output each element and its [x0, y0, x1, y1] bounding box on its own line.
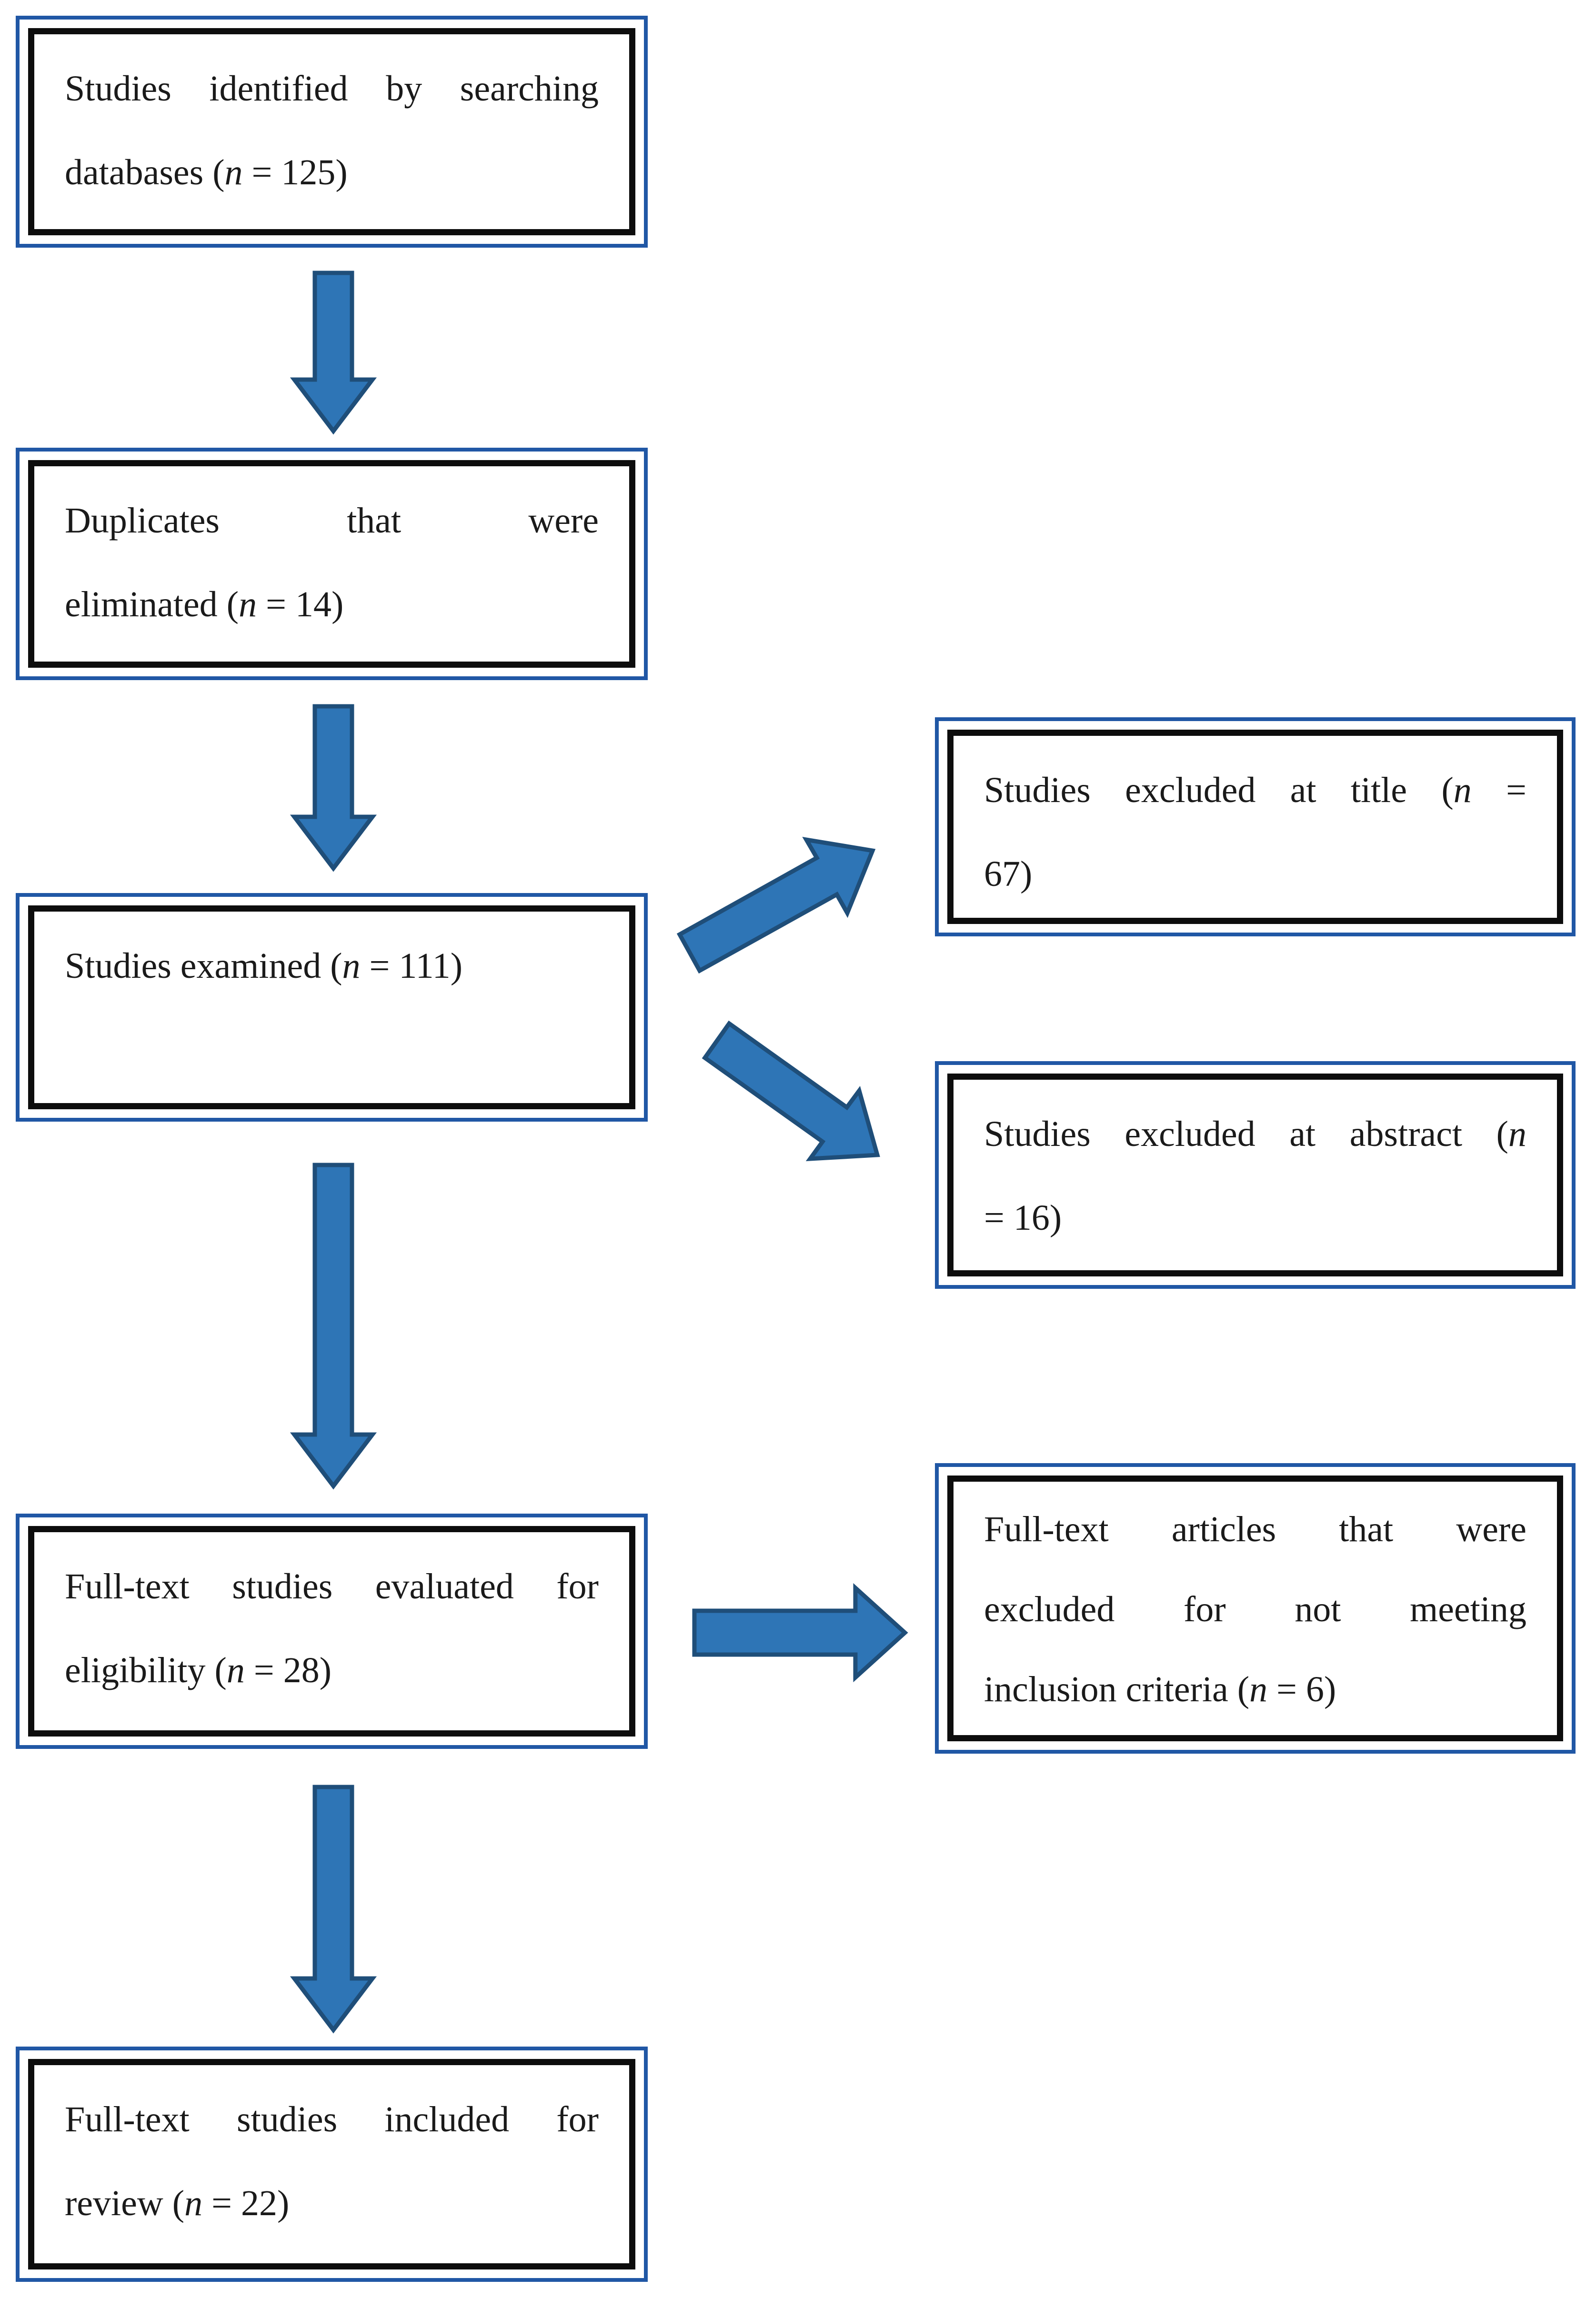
box-text-line: = 16) — [984, 1176, 1526, 1260]
text-segment: inclusion criteria ( — [984, 1669, 1250, 1709]
box-studies-identified: Studies identified by searching database… — [16, 16, 648, 248]
box-text-line: Studies identified by searching — [65, 47, 599, 131]
n-italic: n — [1508, 1114, 1526, 1154]
box-fulltext-included: Full-text studies included for review (n… — [16, 2047, 648, 2282]
n-italic: n — [224, 152, 243, 192]
text-segment: review ( — [65, 2183, 185, 2223]
box-studies-examined: Studies examined (n = 111) — [16, 893, 648, 1122]
text-segment: = 111) — [360, 946, 463, 986]
box-fulltext-excluded: Full-text articles that were excluded fo… — [935, 1463, 1576, 1754]
diagonal-arrow-examined-to-abstract-excluded — [702, 1020, 880, 1162]
box-excluded-at-title: Studies excluded at title (n = 67) — [935, 717, 1576, 936]
box-frame: Full-text articles that were excluded fo… — [947, 1476, 1563, 1741]
text-segment: = 22) — [202, 2183, 290, 2223]
box-fulltext-evaluated: Full-text studies evaluated for eligibil… — [16, 1514, 648, 1749]
text-segment: Studies identified by searching — [65, 69, 599, 109]
text-segment: excluded for not meeting — [984, 1589, 1526, 1629]
box-frame: Full-text studies included for review (n… — [28, 2059, 635, 2269]
box-text-line: Full-text studies evaluated for — [65, 1545, 599, 1628]
text-segment: Studies excluded at title ( — [984, 770, 1454, 810]
n-italic: n — [1249, 1669, 1268, 1709]
box-frame: Studies identified by searching database… — [28, 28, 635, 235]
box-frame: Duplicates that were eliminated (n = 14) — [28, 460, 635, 668]
box-text-line: 67) — [984, 832, 1526, 916]
box-frame: Studies excluded at abstract (n = 16) — [947, 1074, 1563, 1276]
down-arrow-examined-to-evaluated — [290, 1163, 377, 1490]
box-text-line: Full-text articles that were — [984, 1489, 1526, 1569]
text-segment: = 16) — [984, 1198, 1062, 1238]
box-text-line: excluded for not meeting — [984, 1569, 1526, 1649]
text-segment: Duplicates that were — [65, 501, 599, 541]
box-text-line: review (n = 22) — [65, 2161, 599, 2245]
n-italic: n — [184, 2183, 203, 2223]
down-arrow-identified-to-duplicates — [290, 271, 377, 435]
box-excluded-at-abstract: Studies excluded at abstract (n = 16) — [935, 1061, 1576, 1289]
text-segment: Full-text studies evaluated for — [65, 1566, 599, 1606]
box-text-line: Studies excluded at title (n = — [984, 748, 1526, 832]
box-text-line: Studies examined (n = 111) — [65, 924, 599, 1008]
box-frame: Studies examined (n = 111) — [28, 905, 635, 1109]
box-text-line: eligibility (n = 28) — [65, 1628, 599, 1712]
down-arrow-duplicates-to-examined — [290, 704, 377, 872]
box-frame: Studies excluded at title (n = 67) — [947, 730, 1563, 924]
box-text-line: databases (n = 125) — [65, 131, 599, 214]
n-italic: n — [226, 1650, 245, 1690]
right-arrow-evaluated-to-excluded — [692, 1583, 908, 1683]
text-segment: Full-text studies included for — [65, 2099, 599, 2139]
box-text-line: eliminated (n = 14) — [65, 562, 599, 646]
text-segment: Full-text articles that were — [984, 1509, 1526, 1549]
text-segment: = 14) — [257, 584, 344, 624]
box-text-line: Duplicates that were — [65, 479, 599, 562]
box-duplicates-eliminated: Duplicates that were eliminated (n = 14) — [16, 448, 648, 680]
box-frame: Full-text studies evaluated for eligibil… — [28, 1526, 635, 1737]
text-segment: eligibility ( — [65, 1650, 227, 1690]
text-segment: Studies excluded at abstract ( — [984, 1114, 1508, 1154]
text-segment: = 125) — [242, 152, 348, 192]
n-italic: n — [239, 584, 257, 624]
box-text-line: Full-text studies included for — [65, 2078, 599, 2161]
text-segment: = — [1471, 770, 1526, 810]
text-segment: eliminated ( — [65, 584, 239, 624]
text-segment: databases ( — [65, 152, 225, 192]
box-text-line: inclusion criteria (n = 6) — [984, 1649, 1526, 1729]
text-segment: = 28) — [244, 1650, 332, 1690]
diagonal-arrow-examined-to-title-excluded — [676, 837, 876, 974]
down-arrow-evaluated-to-included — [290, 1785, 377, 2034]
box-text-line: Studies excluded at abstract (n — [984, 1092, 1526, 1176]
text-segment: Studies examined ( — [65, 946, 342, 986]
text-segment: 67) — [984, 854, 1033, 894]
text-segment: = 6) — [1267, 1669, 1336, 1709]
n-italic: n — [342, 946, 361, 986]
n-italic: n — [1453, 770, 1472, 810]
